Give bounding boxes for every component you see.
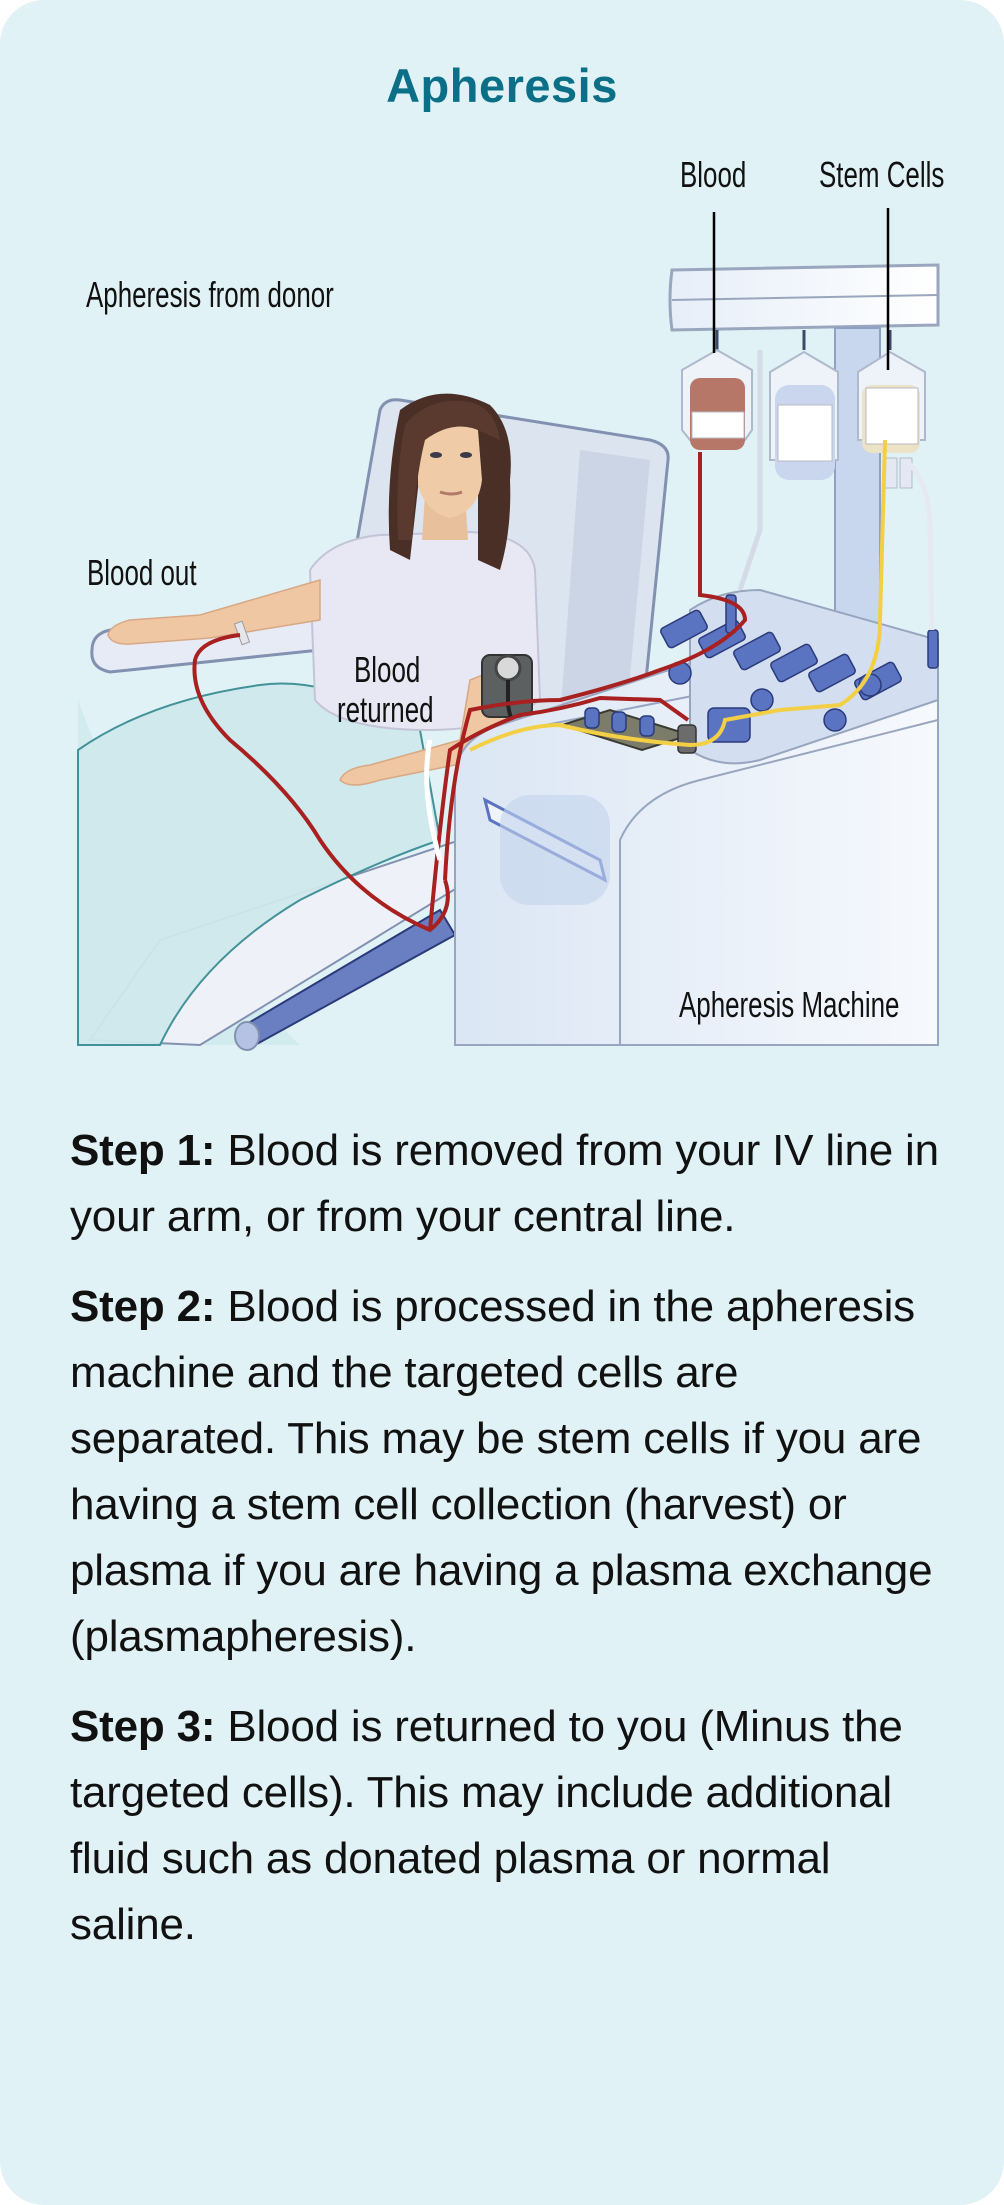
label-apheresis-machine: Apheresis Machine <box>679 984 900 1025</box>
stem-cell-line <box>469 439 887 752</box>
label-apheresis-from-donor: Apheresis from donor <box>86 274 334 315</box>
label-blood-returned-line2: returned <box>337 689 434 730</box>
step-1-text: Blood is removed from your IV line in yo… <box>70 1126 939 1241</box>
illustration-graphic <box>77 208 940 1051</box>
plasma-bag-icon <box>737 330 839 591</box>
blood-out-line-to-machine <box>443 550 748 881</box>
step-2-label: Step 2: <box>70 1282 216 1331</box>
label-blood-bag: Blood <box>680 154 747 195</box>
label-stem-cells: Stem Cells <box>819 154 945 195</box>
page-title: Apheresis <box>386 59 618 112</box>
plasma-line <box>424 739 443 861</box>
label-blood-returned-line1: Blood <box>354 649 421 690</box>
saline-line <box>903 458 935 631</box>
blood-bag-icon <box>681 330 753 550</box>
steps-list: Step 1: Blood is removed from your IV li… <box>70 1118 950 1982</box>
step-2: Step 2: Blood is processed in the aphere… <box>70 1274 950 1670</box>
label-blood-out: Blood out <box>87 552 197 593</box>
step-1-label: Step 1: <box>70 1126 216 1175</box>
step-3: Step 3: Blood is returned to you (Minus … <box>70 1694 950 1958</box>
step-1: Step 1: Blood is removed from your IV li… <box>70 1118 950 1250</box>
step-2-text: Blood is processed in the apheresis mach… <box>70 1282 933 1661</box>
stem-cells-bag-icon <box>857 330 926 489</box>
apheresis-illustration: Apheresis from donor Blood Stem Cells Bl… <box>0 140 1004 1060</box>
apheresis-machine-icon <box>454 588 939 1046</box>
step-3-label: Step 3: <box>70 1702 216 1751</box>
step-3-text: Blood is returned to you (Minus the targ… <box>70 1702 903 1949</box>
